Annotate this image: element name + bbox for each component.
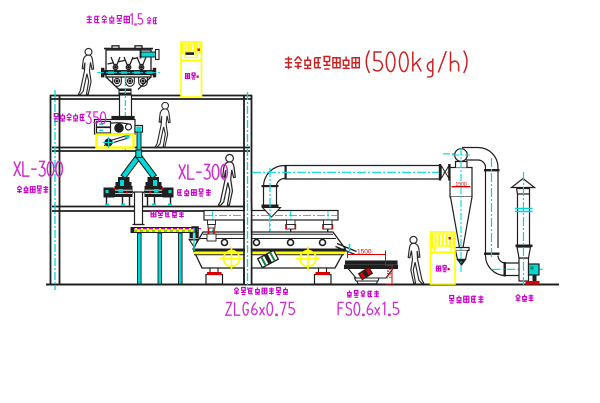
svg-text:745: 745 [388, 268, 394, 279]
svg-text:1500: 1500 [357, 249, 372, 256]
